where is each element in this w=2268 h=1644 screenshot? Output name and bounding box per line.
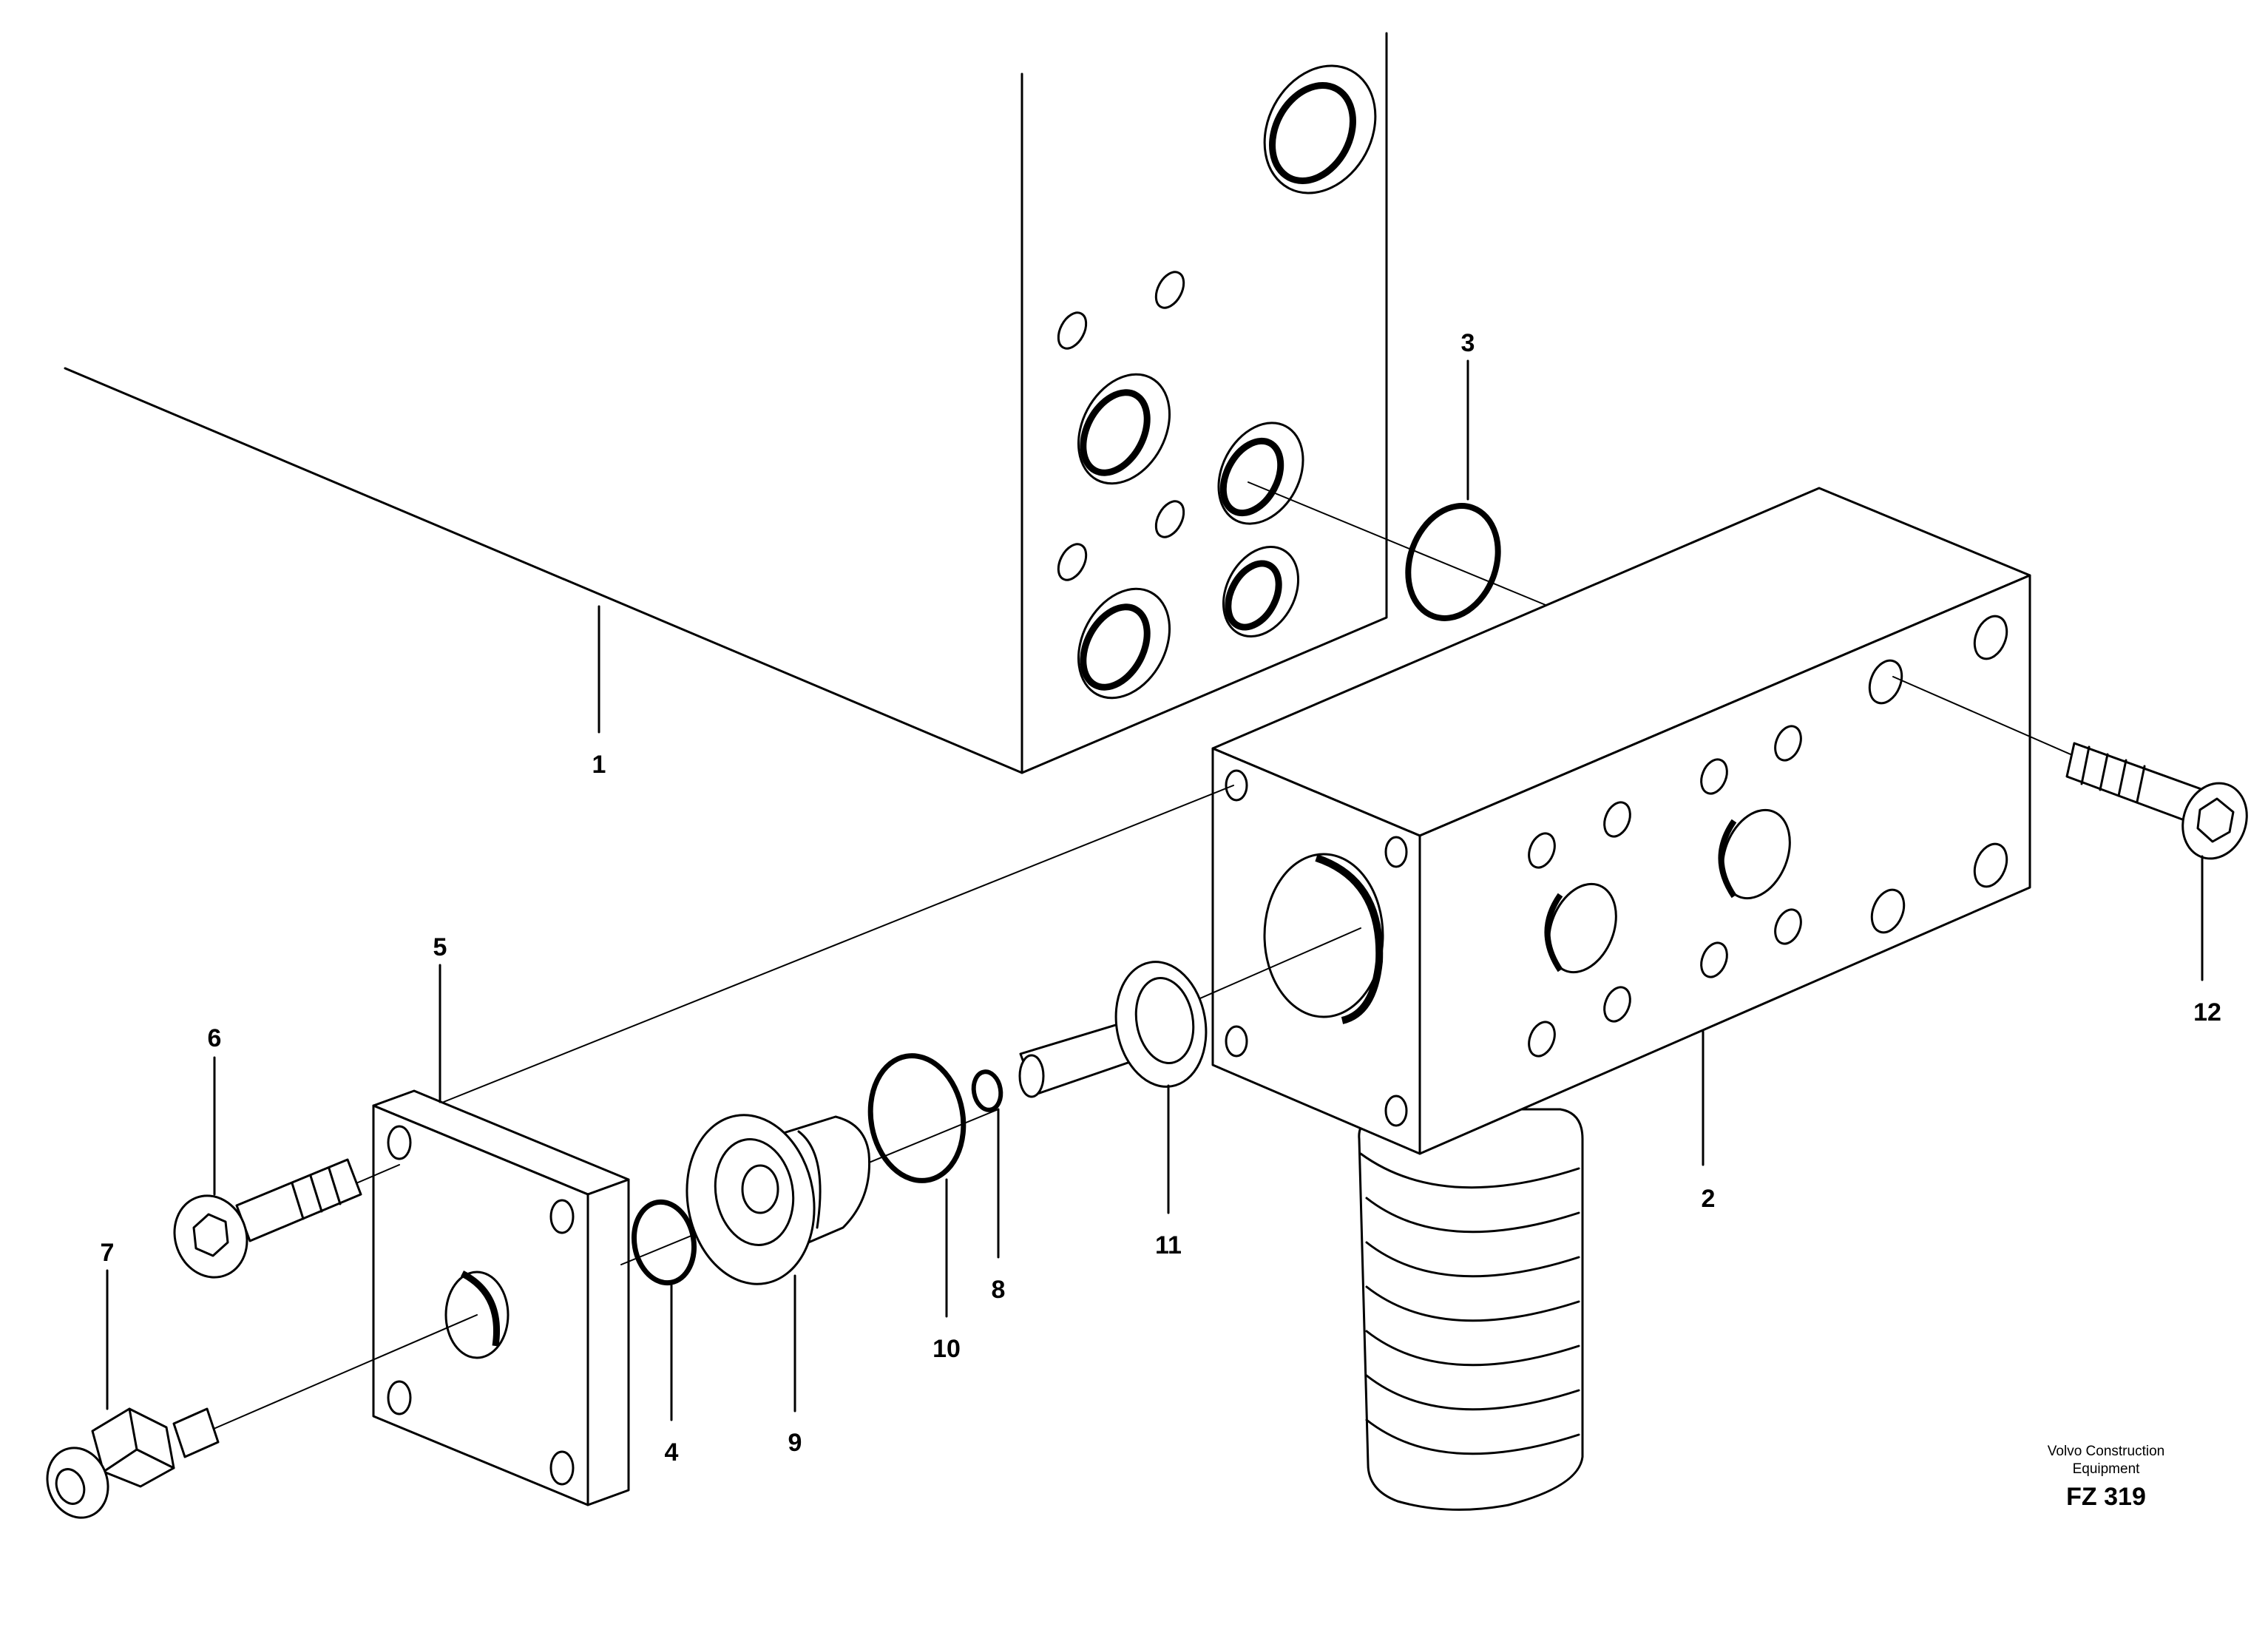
label-part-11: 11 [1155, 1231, 1182, 1259]
caption-brand-line2: Equipment [2073, 1461, 2141, 1477]
label-part-6: 6 [208, 1024, 222, 1052]
o-ring-part-10 [867, 1053, 967, 1183]
label-part-9: 9 [788, 1429, 802, 1457]
valve-block-part-2 [1211, 487, 2031, 1511]
label-part-10: 10 [932, 1335, 961, 1363]
valve-housing-part-1 [64, 32, 1388, 774]
fitting-part-7 [46, 1314, 478, 1519]
valve-seat-part-9 [620, 1109, 999, 1285]
label-part-7: 7 [101, 1239, 115, 1267]
cover-plate-part-5 [372, 1089, 630, 1506]
o-ring-part-8 [971, 1069, 1003, 1112]
label-part-5: 5 [433, 933, 447, 961]
alignment-lines [443, 481, 1546, 1103]
label-part-8: 8 [992, 1276, 1006, 1304]
label-part-2: 2 [1702, 1185, 1716, 1213]
screw-part-6 [173, 1158, 400, 1279]
caption-figure-code: FZ 319 [2066, 1483, 2146, 1511]
o-ring-part-4 [631, 1199, 697, 1286]
o-ring-part-3 [1405, 503, 1501, 621]
label-part-12: 12 [2193, 998, 2221, 1026]
piston-part-11 [1018, 927, 1361, 1098]
label-part-4: 4 [665, 1438, 679, 1467]
label-part-1: 1 [592, 751, 606, 779]
label-part-3: 3 [1461, 329, 1475, 357]
caption-brand-line1: Volvo Construction [2048, 1444, 2164, 1459]
leader-lines [106, 359, 2204, 1421]
